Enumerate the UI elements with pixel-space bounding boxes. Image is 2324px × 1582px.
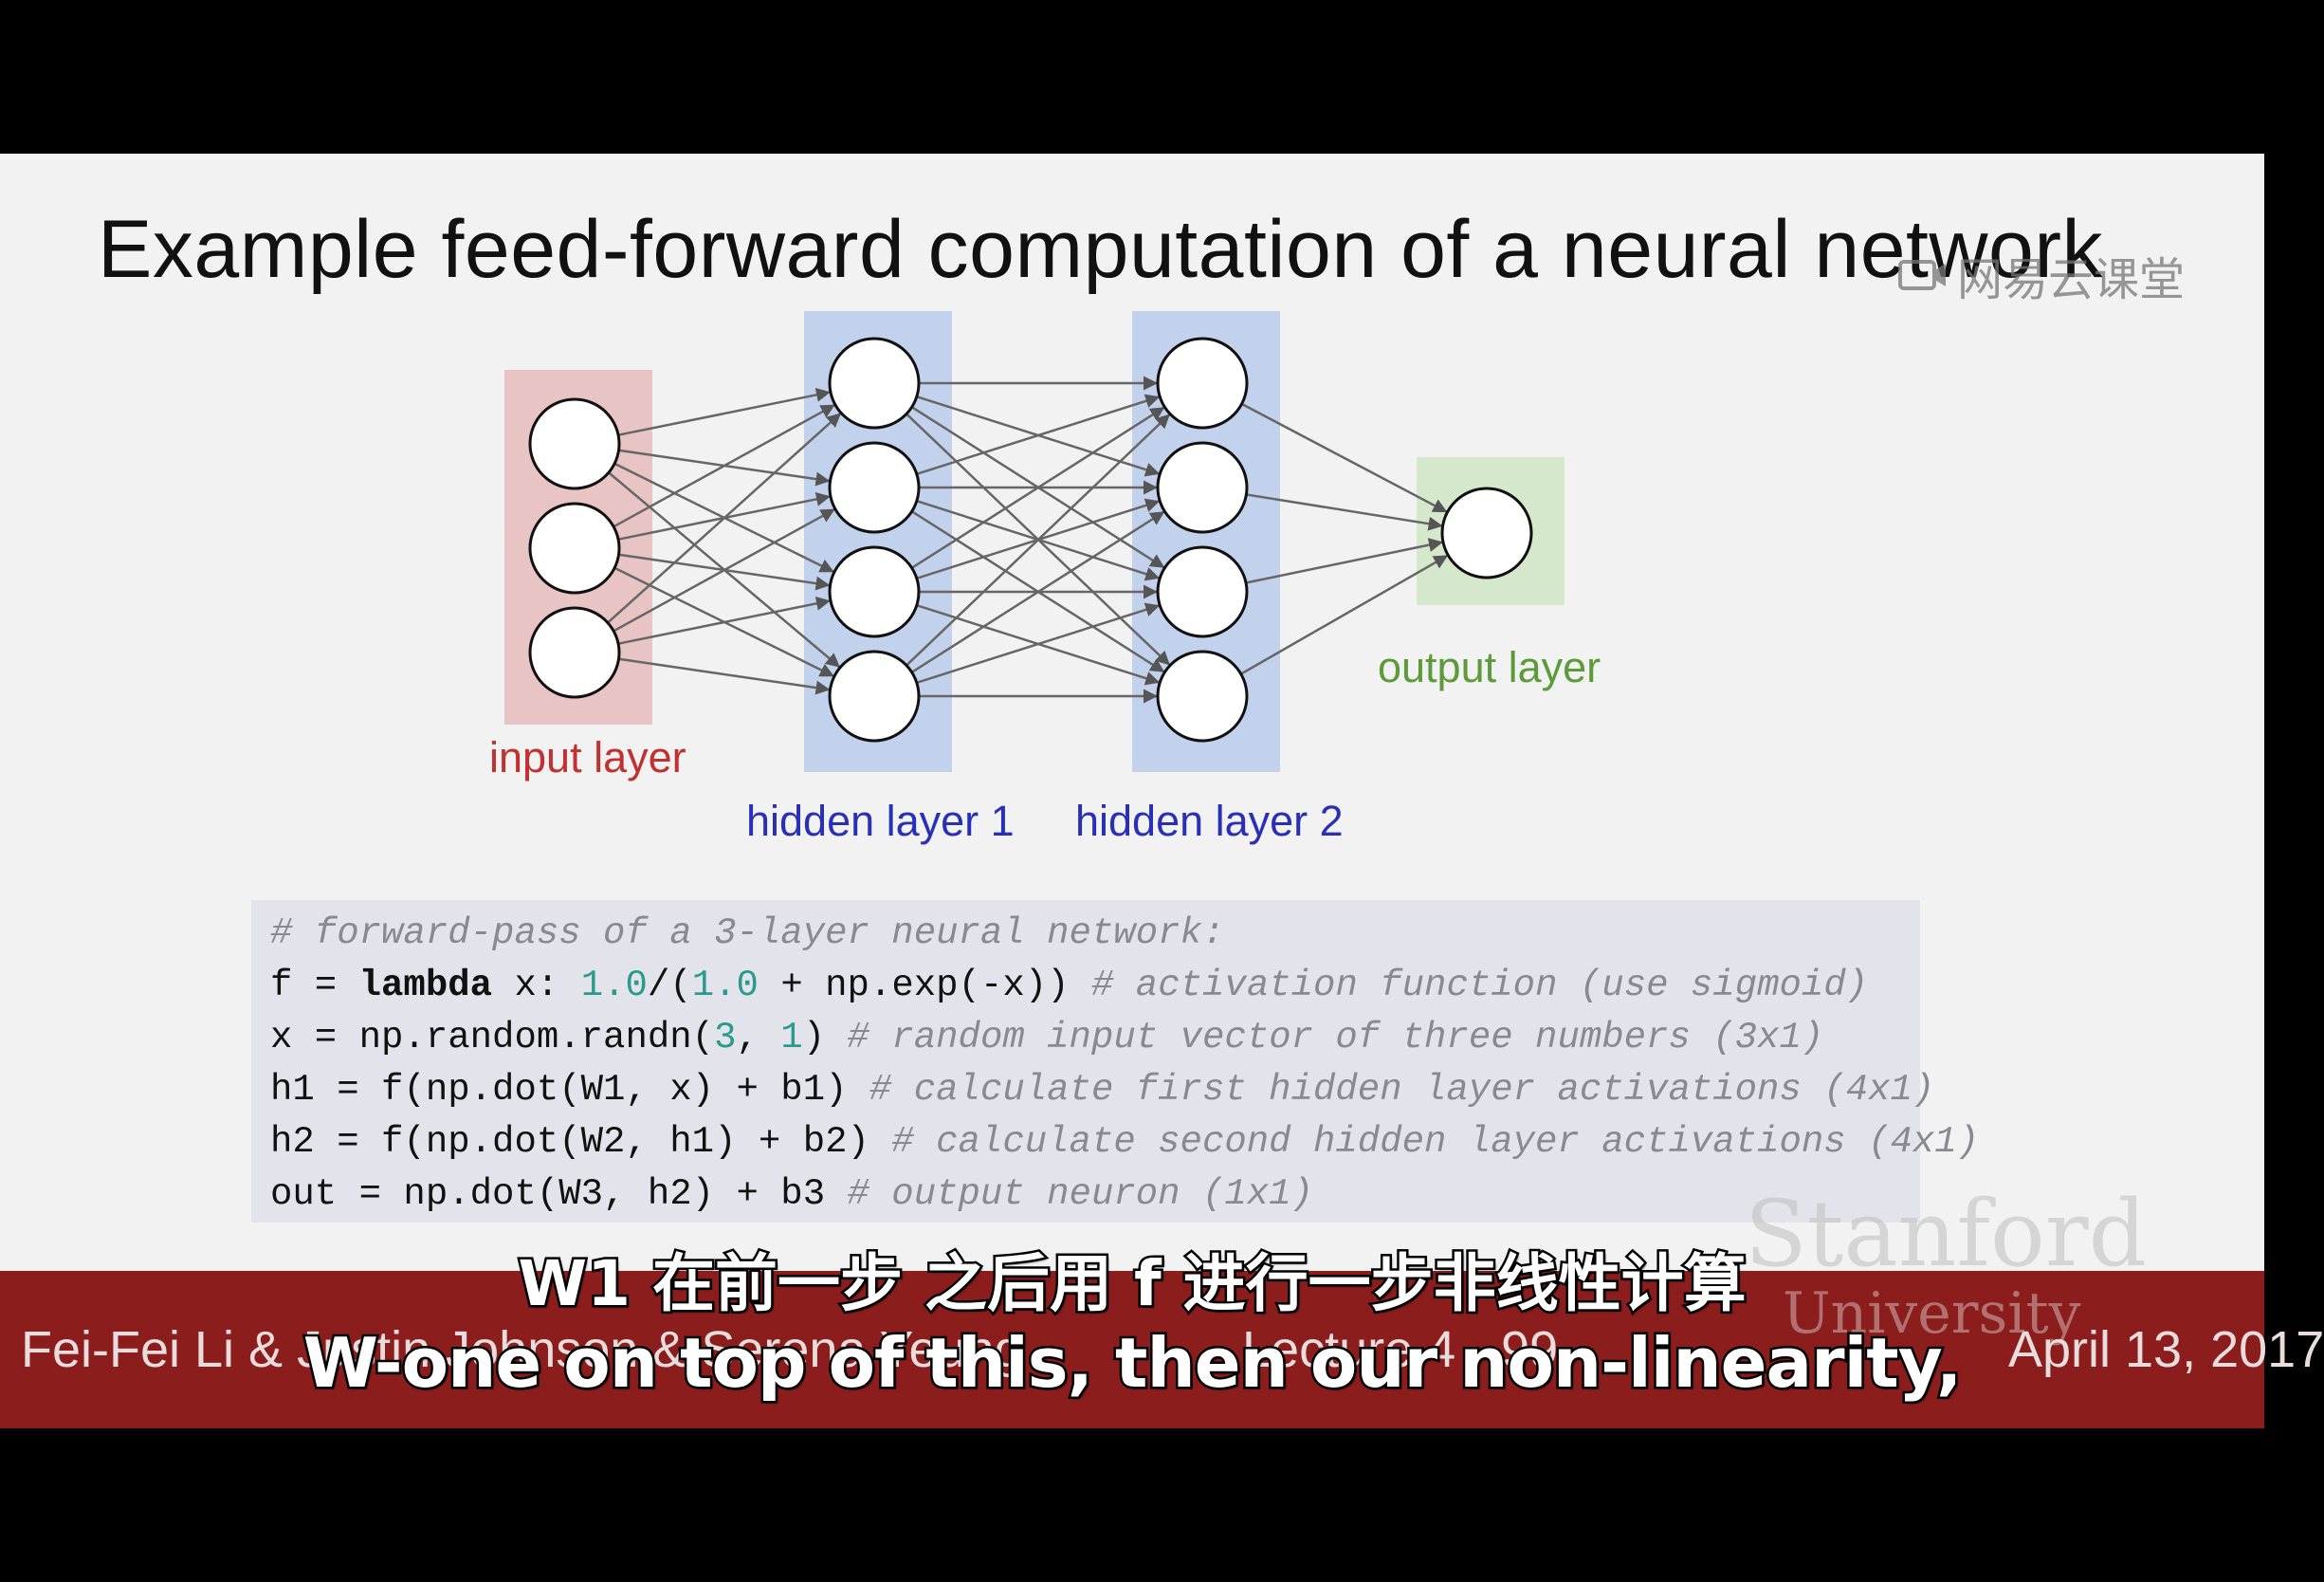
footer-date: April 13, 2017 xyxy=(2008,1321,2324,1378)
code-line: f = lambda x: 1.0/(1.0 + np.exp(-x)) # a… xyxy=(270,965,1869,1006)
connection-edge xyxy=(618,657,831,695)
slide-footer xyxy=(0,1271,2264,1428)
output-neuron xyxy=(1440,487,1533,579)
slide: Example feed-forward computation of a ne… xyxy=(0,154,2264,1428)
connection-edge xyxy=(916,602,1161,684)
code-line: h2 = f(np.dot(W2, h1) + b2) # calculate … xyxy=(270,1121,1980,1163)
connection-edge xyxy=(1240,554,1449,675)
subtitle-english: W-one on top of this, then our non-linea… xyxy=(301,1321,1965,1406)
hidden1-neuron xyxy=(828,441,921,534)
code-line: x = np.random.randn(3, 1) # random input… xyxy=(270,1017,1824,1058)
connection-edge xyxy=(916,394,1161,475)
input-neuron xyxy=(528,502,621,595)
neural-network-diagram xyxy=(504,311,1565,772)
connection-edge xyxy=(1245,538,1444,584)
connection-edge xyxy=(613,403,836,528)
watermark-text: 网易云课堂 xyxy=(1957,253,2186,306)
stanford-watermark: Stanford xyxy=(1745,1181,2148,1287)
hidden2-neuron xyxy=(1156,650,1249,743)
hidden1-neuron xyxy=(828,650,921,743)
hidden-layer-1-label: hidden layer 1 xyxy=(746,797,1015,845)
netease-logo-icon xyxy=(1898,260,1946,290)
input-neuron xyxy=(528,397,621,490)
code-line: out = np.dot(W3, h2) + b3 # output neuro… xyxy=(270,1173,1313,1215)
connection-edge xyxy=(1241,402,1448,514)
code-line: h1 = f(np.dot(W1, x) + b1) # calculate f… xyxy=(270,1069,1935,1111)
hidden2-neuron xyxy=(1156,337,1249,430)
footer-lecture: Lecture 4 - 99 xyxy=(1242,1321,1559,1378)
connection-edge xyxy=(906,413,1171,667)
connection-edge xyxy=(617,596,832,645)
connection-edge xyxy=(607,412,842,624)
slide-title: Example feed-forward computation of a ne… xyxy=(98,204,2103,295)
subtitle-chinese: W1 在前一步 之后用 f 进行一步非线性计算 xyxy=(516,1245,1748,1323)
hidden-layer-2-label: hidden layer 2 xyxy=(1075,797,1344,845)
watermark: 网易云课堂 xyxy=(1898,247,2185,306)
connection-edge xyxy=(1246,493,1443,531)
connection-edge xyxy=(910,406,1166,569)
hidden2-neuron xyxy=(1156,441,1249,534)
output-layer-label: output layer xyxy=(1378,643,1601,691)
code-line: # forward-pass of a 3-layer neural netwo… xyxy=(270,912,1225,954)
input-layer-label: input layer xyxy=(489,733,686,782)
hidden2-neuron xyxy=(1156,545,1249,638)
footer-author: Fei-Fei Li & Justin Johnson & Serena Yeu… xyxy=(21,1321,1023,1378)
hidden1-neuron xyxy=(828,337,921,430)
hidden1-neuron xyxy=(828,545,921,638)
connection-edge xyxy=(910,510,1166,673)
university-watermark: University xyxy=(1783,1280,2081,1347)
connection-edge xyxy=(613,507,836,633)
code-block: # forward-pass of a 3-layer neural netwo… xyxy=(251,900,1980,1223)
connection-edge xyxy=(617,387,832,436)
input-neuron xyxy=(528,606,621,699)
